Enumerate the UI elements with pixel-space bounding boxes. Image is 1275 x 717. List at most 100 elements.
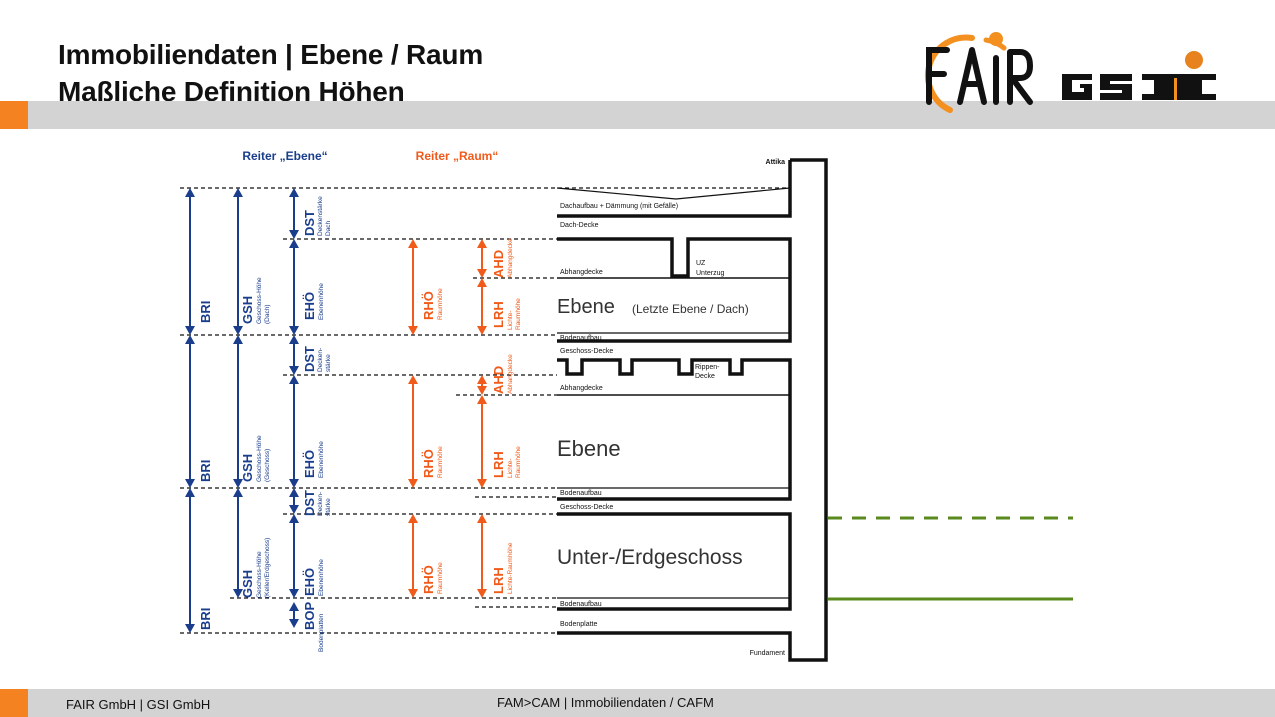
arrowhead-down-icon (408, 589, 418, 598)
arrowhead-down-icon (477, 589, 487, 598)
arrow-eho-2 (289, 375, 299, 488)
arrow-rho-1 (408, 239, 418, 335)
footer-company: FAIR GmbH | GSI GmbH (66, 697, 211, 712)
label-ebene-top: Ebene (557, 296, 615, 318)
arrowhead-down-icon (477, 386, 487, 395)
label-gsh-3-desc2: (Keller/Erdgeschoss) (264, 538, 271, 598)
label-lrh-3: LRH (491, 567, 506, 594)
label-abhangdecke-1: Abhangdecke (560, 269, 603, 276)
label-bodenaufbau-2: Bodenaufbau (560, 490, 602, 497)
label-dst-2-desc1: Decken- (317, 348, 324, 372)
arrowhead-up-icon (233, 488, 243, 497)
arrowhead-up-icon (289, 488, 299, 497)
label-gsh-1-desc1: Geschoss-Höhe (256, 277, 263, 324)
arrowhead-down-icon (233, 326, 243, 335)
label-lrh-2-desc1: Lichte- (507, 458, 514, 478)
arrow-bri-1 (185, 188, 195, 335)
arrow-bop (289, 602, 299, 628)
fair-letter-r (1007, 49, 1033, 105)
label-dst-2-desc2: stärke (325, 354, 332, 372)
fair-dot-icon (989, 32, 1003, 46)
footer-section: FAM>CAM | Immobiliendaten / CAFM (497, 695, 714, 710)
arrow-bri-2 (185, 335, 195, 488)
label-ebene-top-sub: (Letzte Ebene / Dach) (632, 302, 749, 316)
building-labels: Attika Dachaufbau + Dämmung (mit Gefälle… (557, 159, 785, 657)
arrow-rho-2 (408, 375, 418, 488)
label-dachaufbau: Dachaufbau + Dämmung (mit Gefälle) (560, 203, 678, 210)
arrow-eho-1 (289, 239, 299, 335)
arrowhead-up-icon (289, 375, 299, 384)
label-bodenaufbau-3: Bodenaufbau (560, 601, 602, 608)
label-gsh-1: GSH (240, 296, 255, 324)
arrowhead-up-icon (477, 278, 487, 287)
arrowhead-up-icon (233, 335, 243, 344)
label-lrh-1-desc2: Raumhöhe (515, 298, 522, 330)
label-dst-3-desc1: Decken- (317, 492, 324, 516)
arrowhead-down-icon (185, 624, 195, 633)
label-eho-3: EHÖ (302, 568, 317, 596)
label-geschoss-decke-2: Geschoss-Decke (560, 504, 613, 511)
label-bri-1: BRI (198, 301, 213, 323)
label-geschoss-decke-1: Geschoss-Decke (560, 348, 613, 355)
arrowhead-up-icon (289, 602, 299, 611)
arrowhead-up-icon (289, 188, 299, 197)
arrowhead-down-icon (185, 326, 195, 335)
arrow-bri-3 (185, 488, 195, 633)
reference-lines (180, 187, 790, 634)
slide-title: Immobiliendaten | Ebene / Raum Maßliche … (58, 36, 483, 110)
arrowhead-up-icon (233, 188, 243, 197)
label-bodenaufbau-1: Bodenaufbau (560, 335, 602, 342)
label-bri-3: BRI (198, 608, 213, 630)
arrowhead-up-icon (185, 188, 195, 197)
level-3-ceiling (557, 512, 792, 611)
label-gsh-2-desc1: Geschoss-Höhe (256, 435, 263, 482)
arrowhead-down-icon (233, 479, 243, 488)
arrowhead-up-icon (185, 488, 195, 497)
label-dst-3: DST (302, 490, 317, 516)
arrowhead-down-icon (289, 505, 299, 514)
header-raum: Reiter „Raum“ (416, 149, 499, 163)
label-abhangdecke-2: Abhangdecke (560, 385, 603, 392)
arrowhead-down-icon (289, 326, 299, 335)
arrow-dst-3 (289, 488, 299, 514)
label-lrh-3-desc: Lichte-Raumhöhe (507, 542, 514, 594)
label-bop: BOP (302, 602, 317, 631)
label-gsh-2-desc2: (Geschoss) (264, 449, 271, 482)
label-ahd-1-desc: Abhangdecke (507, 238, 514, 278)
arrow-dst-2 (289, 335, 299, 375)
ebene-labels: BRI GSH Geschoss-Höhe (Dach) DST Deckens… (198, 196, 332, 652)
header-bar (0, 101, 1275, 129)
arrow-rho-3 (408, 514, 418, 598)
level-2-ribbed-ceiling (557, 358, 792, 501)
arrowhead-up-icon (408, 514, 418, 523)
label-gsh-3-desc1: Geschoss-Höhe (256, 551, 263, 598)
label-lrh-2-desc2: Raumhöhe (515, 446, 522, 478)
label-eho-2: EHÖ (302, 450, 317, 478)
title-line-1: Immobiliendaten | Ebene / Raum (58, 39, 484, 70)
roof-slope (556, 187, 791, 200)
label-lrh-1: LRH (491, 301, 506, 328)
label-dst-1-desc1: Deckenstärke (317, 196, 324, 236)
label-rho-3-desc: Raumhöhe (437, 562, 444, 594)
label-bodenplatte: Bodenplatte (560, 621, 597, 628)
footer-bar (0, 689, 1275, 717)
label-ahd-2-desc: Abhangdecke (507, 354, 514, 394)
label-fundament: Fundament (750, 650, 785, 657)
header-accent (0, 101, 28, 129)
label-dst-1-desc2: Dach (325, 220, 332, 236)
label-decke: Decke (695, 373, 715, 380)
arrowhead-down-icon (289, 619, 299, 628)
label-rho-1: RHÖ (421, 291, 436, 320)
arrowhead-up-icon (477, 514, 487, 523)
arrow-dst-1 (289, 188, 299, 239)
label-eho-2-desc: Ebenenhöhe (318, 441, 325, 478)
label-dst-1: DST (302, 210, 317, 236)
label-rho-3: RHÖ (421, 565, 436, 594)
label-ahd-2: AHD (491, 366, 506, 394)
arrowhead-up-icon (185, 335, 195, 344)
arrowhead-down-icon (408, 326, 418, 335)
arrowhead-up-icon (477, 375, 487, 384)
arrowhead-down-icon (289, 366, 299, 375)
label-rippen: Rippen- (695, 364, 720, 371)
